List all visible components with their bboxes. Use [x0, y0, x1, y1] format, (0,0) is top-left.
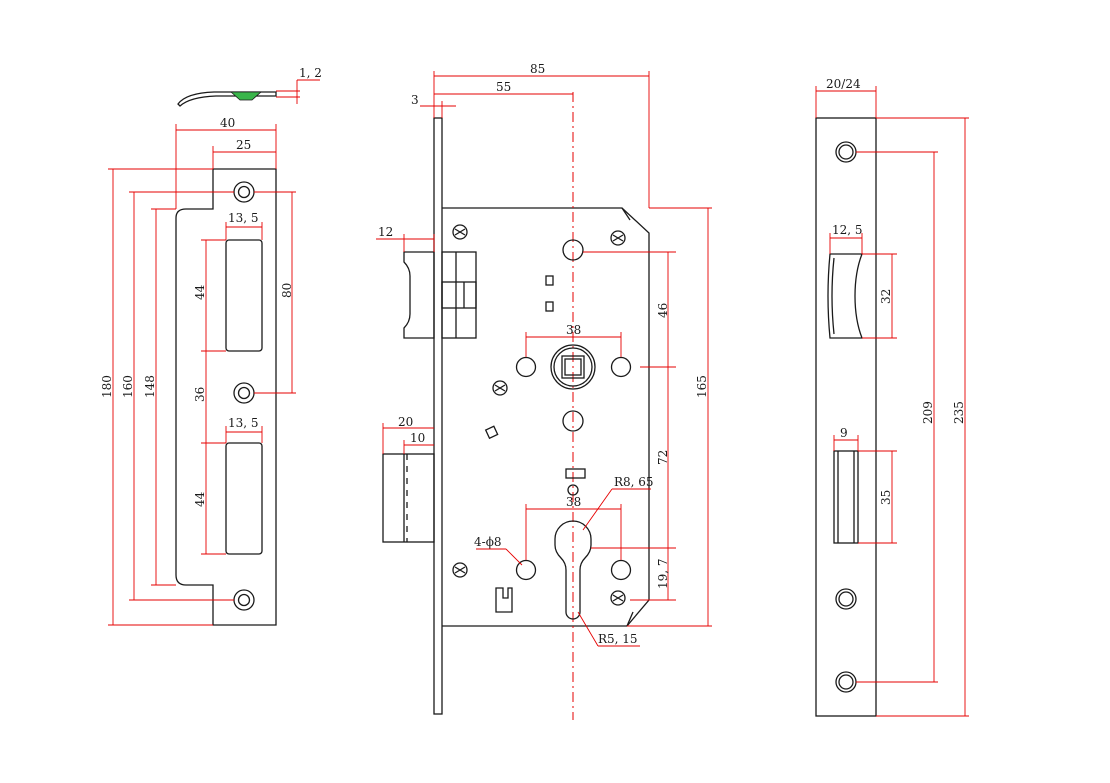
dim-cylinder-top-radius: R8, 65	[614, 475, 654, 489]
dim-cylinder-hole-spacing: 38	[566, 495, 581, 509]
lock-case	[442, 207, 650, 627]
screw-hole-icon	[610, 559, 632, 581]
dim-height-inner: 148	[143, 375, 157, 398]
latch-bolt	[382, 453, 435, 543]
dim-hole-spacing-total: 209	[921, 401, 935, 424]
screw-hole-icon	[233, 181, 255, 203]
faceplate-front-view: 20/24 12, 5 32 9 35 209 235	[815, 77, 969, 717]
deadbolt	[403, 251, 477, 339]
cross-screw-icon	[492, 380, 508, 396]
deadbolt-face	[827, 253, 863, 339]
dim-cylinder-bottom-radius: R5, 15	[598, 632, 638, 646]
dim-faceplate-width: 20/24	[826, 77, 861, 91]
cylinder-profile	[554, 520, 592, 620]
dim-latch-height: 35	[879, 490, 893, 505]
cross-screw-icon	[452, 562, 468, 578]
spindle-hole-bottom	[562, 410, 584, 432]
dim-body-height: 165	[695, 375, 709, 398]
screw-hole-icon	[515, 356, 537, 378]
cross-screw-icon	[452, 224, 468, 240]
dim-deadbolt-height: 32	[879, 289, 893, 304]
screw-hole-icon	[515, 559, 537, 581]
dim-cylinder-to-bottom: 19, 7	[656, 558, 670, 589]
screw-hole-icon	[233, 589, 255, 611]
dim-slot-gap: 36	[193, 387, 207, 402]
spindle-hole-top	[562, 239, 584, 261]
dim-slot-height-top: 44	[193, 284, 207, 300]
dim-slot-width-bottom: 13, 5	[228, 416, 259, 430]
dim-latch-inner: 10	[410, 431, 425, 445]
latch-slot-bottom	[225, 442, 263, 555]
latch-face	[833, 450, 859, 544]
dim-faceplate-height: 235	[952, 401, 966, 424]
strike-plate-view: 1, 2 40 25 13, 5 13, 5 44	[100, 66, 322, 626]
dim-follower-to-cylinder: 72	[656, 450, 670, 465]
cross-screw-icon	[610, 230, 626, 246]
dim-height-holes: 160	[121, 375, 135, 398]
dim-thickness: 1, 2	[299, 66, 322, 80]
dim-slot-width-top: 13, 5	[228, 211, 259, 225]
dim-backset: 55	[496, 80, 511, 94]
dim-lock-depth: 85	[530, 62, 545, 76]
lock-faceplate	[433, 117, 443, 715]
dim-latch-outer: 20	[398, 415, 413, 429]
dim-width-total: 40	[220, 116, 235, 130]
follower-icon	[550, 344, 596, 390]
dim-follower-hole-spacing: 38	[566, 323, 581, 337]
dim-width-inner: 25	[236, 138, 251, 152]
dim-latch-width: 9	[840, 426, 848, 440]
faceplate-front	[815, 117, 877, 717]
latch-slot-top	[225, 239, 263, 352]
dim-deadbolt-width: 12, 5	[832, 223, 863, 237]
dim-slot-height-bottom: 44	[193, 491, 207, 507]
dim-height-total: 180	[100, 375, 114, 398]
screw-hole-icon	[835, 588, 857, 610]
lock-body-view: 85 55 3 12 20 10 38 38 46 72	[376, 62, 712, 720]
dim-follower-to-top: 46	[656, 303, 670, 318]
strike-plate-body	[175, 168, 277, 626]
strike-plate-profile: 1, 2	[177, 66, 322, 107]
screw-hole-icon	[233, 382, 255, 404]
dim-hole-spacing: 80	[280, 283, 294, 298]
screw-hole-icon	[610, 356, 632, 378]
dim-mounting-holes: 4-ϕ8	[474, 535, 502, 549]
cross-screw-icon	[610, 590, 626, 606]
dim-faceplate-thickness: 3	[411, 93, 419, 107]
dim-deadbolt-throw: 12	[378, 225, 393, 239]
